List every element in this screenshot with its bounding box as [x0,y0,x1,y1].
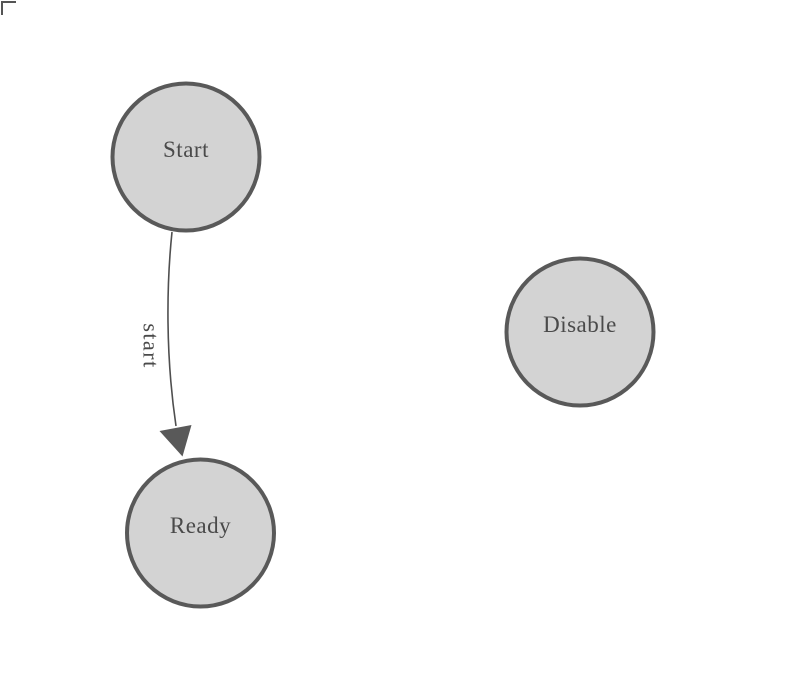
state-circle-start[interactable] [110,81,262,233]
canvas-corner-mark-icon [1,1,16,15]
edge-start-to-ready[interactable]: start [139,231,192,457]
arrowhead-icon [159,425,192,457]
state-label-start: Start [163,137,209,162]
state-label-ready: Ready [170,513,231,538]
state-node-disable[interactable]: Disable [504,256,656,408]
edge-label[interactable]: start [139,323,164,368]
state-circle-disable[interactable] [504,256,656,408]
state-node-start[interactable]: Start [110,81,262,233]
state-node-ready[interactable]: Ready [125,457,276,609]
edge-path[interactable] [167,231,177,427]
state-label-disable: Disable [543,312,617,337]
state-circle-ready[interactable] [125,457,276,609]
